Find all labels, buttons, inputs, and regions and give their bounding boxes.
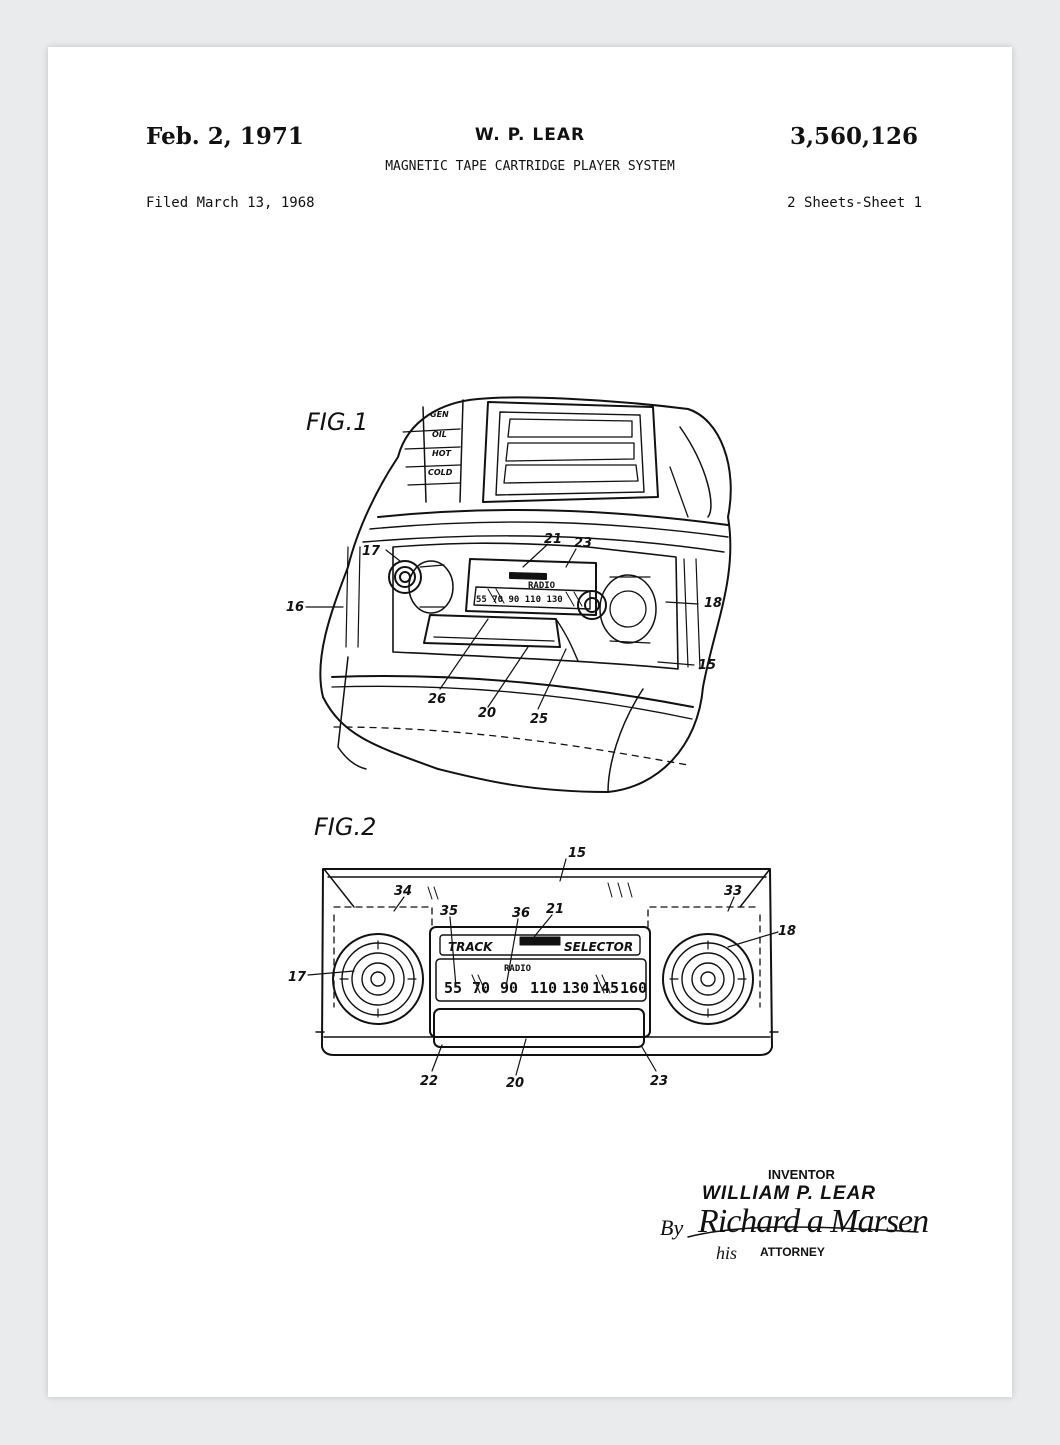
inventor-name: WILLIAM P. LEAR bbox=[702, 1183, 877, 1204]
his-label: his bbox=[716, 1243, 738, 1263]
fig1-gauge-oil: OIL bbox=[432, 430, 447, 439]
attorney-label: ATTORNEY bbox=[760, 1245, 825, 1259]
fig1-ref-15: 15 bbox=[698, 658, 716, 673]
fig1-ref-21: 21 bbox=[544, 532, 562, 547]
fig2-dial-70: 70 bbox=[472, 979, 490, 997]
fig2-label: FIG.2 bbox=[314, 813, 376, 841]
inventor-label: INVENTOR bbox=[768, 1167, 835, 1182]
fig1-label: FIG.1 bbox=[306, 408, 368, 436]
fig1-ref-18: 18 bbox=[704, 596, 722, 611]
figure-2 bbox=[307, 858, 779, 1076]
fig2-ref-22: 22 bbox=[420, 1074, 438, 1089]
fig1-dial-scale: 55 70 90 110 130 bbox=[476, 595, 563, 605]
figure-1 bbox=[305, 396, 732, 793]
fig2-track-label: TRACK bbox=[448, 940, 494, 954]
fig2-dial-55: 55 bbox=[444, 979, 462, 997]
fig2-selector-label: SELECTOR bbox=[564, 940, 633, 954]
fig2-ref-15: 15 bbox=[568, 846, 586, 861]
fig2-ref-20: 20 bbox=[506, 1076, 524, 1091]
fig1-ref-23: 23 bbox=[574, 536, 592, 551]
patent-sheet: Feb. 2, 1971 W. P. LEAR 3,560,126 MAGNET… bbox=[48, 47, 1012, 1397]
fig2-dial-145: 145 bbox=[592, 979, 619, 997]
fig1-ref-25: 25 bbox=[530, 712, 548, 727]
fig1-gauge-hot: HOT bbox=[432, 449, 451, 458]
fig1-ref-16: 16 bbox=[286, 600, 304, 615]
fig2-ref-18: 18 bbox=[778, 924, 796, 939]
signature-flourish bbox=[687, 1226, 919, 1238]
fig2-dial-130: 130 bbox=[562, 979, 589, 997]
attorney-signature: Richard a Marsen bbox=[698, 1203, 929, 1240]
fig2-ref-17: 17 bbox=[288, 970, 307, 985]
fig2-dial-90: 90 bbox=[500, 979, 518, 997]
fig2-radio-label: RADIO bbox=[504, 964, 532, 974]
patent-title: MAGNETIC TAPE CARTRIDGE PLAYER SYSTEM bbox=[385, 159, 675, 174]
patent-drawings: FIG.1 GEN OIL HOT COLD RADIO 55 70 90 11… bbox=[286, 396, 919, 1238]
fig1-outline bbox=[319, 396, 732, 793]
fig1-gauge-gen: GEN bbox=[430, 410, 449, 419]
filed-date: Filed March 13, 1968 bbox=[146, 195, 315, 211]
fig2-ref-36: 36 bbox=[512, 906, 530, 921]
by-label: By bbox=[660, 1215, 684, 1240]
fig2-ref-23: 23 bbox=[650, 1074, 668, 1089]
fig2-ref-33: 33 bbox=[724, 884, 742, 899]
fig2-ref-21: 21 bbox=[546, 902, 564, 917]
patent-number: 3,560,126 bbox=[789, 123, 918, 150]
fig1-ref-20: 20 bbox=[478, 706, 496, 721]
fig1-ref-17: 17 bbox=[362, 544, 381, 559]
fig2-housing bbox=[321, 868, 773, 1056]
inventor-heading: W. P. LEAR bbox=[474, 125, 586, 145]
fig2-dial-110: 110 bbox=[530, 979, 557, 997]
sheet-count: 2 Sheets-Sheet 1 bbox=[787, 195, 922, 211]
fig2-ref-35: 35 bbox=[440, 904, 458, 919]
fig2-dial-160: 160 bbox=[620, 979, 647, 997]
patent-date: Feb. 2, 1971 bbox=[146, 123, 304, 150]
fig1-panel-text: RADIO bbox=[528, 581, 556, 591]
fig1-gauge-cold: COLD bbox=[428, 468, 453, 477]
fig1-ref-26: 26 bbox=[428, 692, 446, 707]
fig2-ref-34: 34 bbox=[394, 884, 412, 899]
